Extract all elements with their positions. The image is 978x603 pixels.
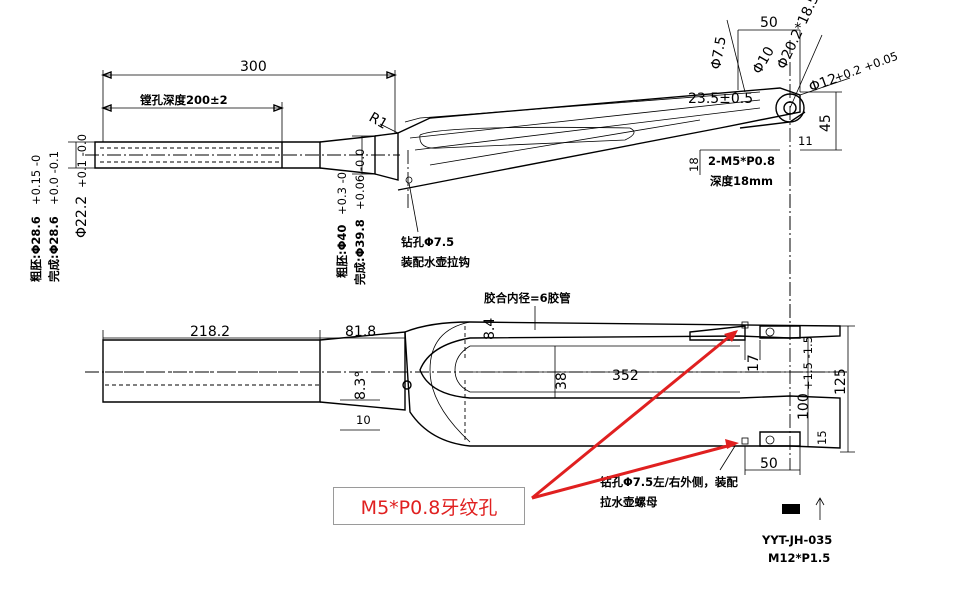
- note-m5: 2-M5*P0.8: [708, 154, 775, 168]
- dim-15: 15: [815, 430, 829, 445]
- dim-83: 8.3°: [353, 371, 369, 400]
- dim-50-top: 50: [760, 15, 778, 31]
- dim-100: 100: [796, 393, 812, 420]
- mid-tol-2: 完成:Φ39.8: [353, 219, 367, 285]
- left-tol-1b: +0.15 -0: [29, 155, 43, 205]
- dim-38: 38: [554, 372, 570, 390]
- dim-d75: Φ7.5: [708, 35, 730, 71]
- top-view: 300 镗孔深度200±2 R1 粗胚:Φ28.6 +0.15 -0 完成:Φ2…: [29, 0, 900, 470]
- dim-d10: Φ10: [750, 44, 778, 77]
- note-drill-lr-2: 拉水壶螺母: [600, 495, 658, 509]
- part-no: YYT-JH-035: [761, 533, 832, 547]
- dim-300: 300: [240, 59, 267, 75]
- dim-125: 125: [833, 368, 849, 395]
- note-drill-lr-1: 钻孔Φ7.5左/右外侧，装配: [600, 475, 738, 489]
- left-tol-1: 粗胚:Φ28.6: [29, 216, 43, 282]
- callout-arrows: [531, 330, 739, 500]
- dim-d182: Φ20.2*18.5: [774, 0, 822, 72]
- left-tol-3: Φ22.2: [74, 196, 90, 238]
- dim-2182: 218.2: [190, 324, 230, 340]
- dim-818: 81.8: [345, 324, 376, 340]
- dim-235: 23.5±0.5: [688, 91, 753, 107]
- dim-352: 352: [612, 368, 639, 384]
- dim-r1: R1: [366, 110, 390, 133]
- dim-50-bottom: 50: [760, 456, 778, 472]
- m5-thread-callout: M5*P0.8牙纹孔: [333, 487, 525, 525]
- dim-84: 8.4: [482, 318, 498, 340]
- left-tol-3b: +0.1 -0.0: [75, 134, 89, 188]
- bottom-view: 218.2 81.8 8.3° 10 8.4 38 352 胶合内径=6胶管 1…: [85, 291, 855, 565]
- dim-12tol: +0.2 +0.05: [832, 49, 900, 85]
- mid-tol-1b: +0.3 -0: [335, 172, 349, 215]
- dim-18: 18: [687, 157, 701, 172]
- note-tube: 胶合内径=6胶管: [484, 291, 571, 305]
- note-drill-1: 钻孔Φ7.5: [401, 235, 454, 249]
- thread-spec: M12*P1.5: [768, 551, 830, 565]
- left-tol-2b: +0.0 -0.1: [47, 151, 61, 205]
- dim-bore-depth: 镗孔深度200±2: [140, 93, 228, 107]
- dim-45: 45: [818, 114, 834, 132]
- mid-tol-2b: +0.06 -0.0: [353, 149, 367, 210]
- dim-17: 17: [746, 354, 762, 372]
- title-block-icon: [782, 504, 800, 514]
- note-drill-2: 装配水壶拉钩: [400, 255, 470, 269]
- dim-100tol: +1.5 -1.5: [801, 336, 815, 390]
- note-depth: 深度18mm: [710, 174, 773, 188]
- callout-text: M5*P0.8牙纹孔: [360, 496, 498, 519]
- dim-11: 11: [798, 134, 813, 148]
- left-tol-2: 完成:Φ28.6: [47, 216, 61, 282]
- mid-tol-1: 粗胚:Φ40: [335, 225, 349, 278]
- dim-10: 10: [356, 413, 371, 427]
